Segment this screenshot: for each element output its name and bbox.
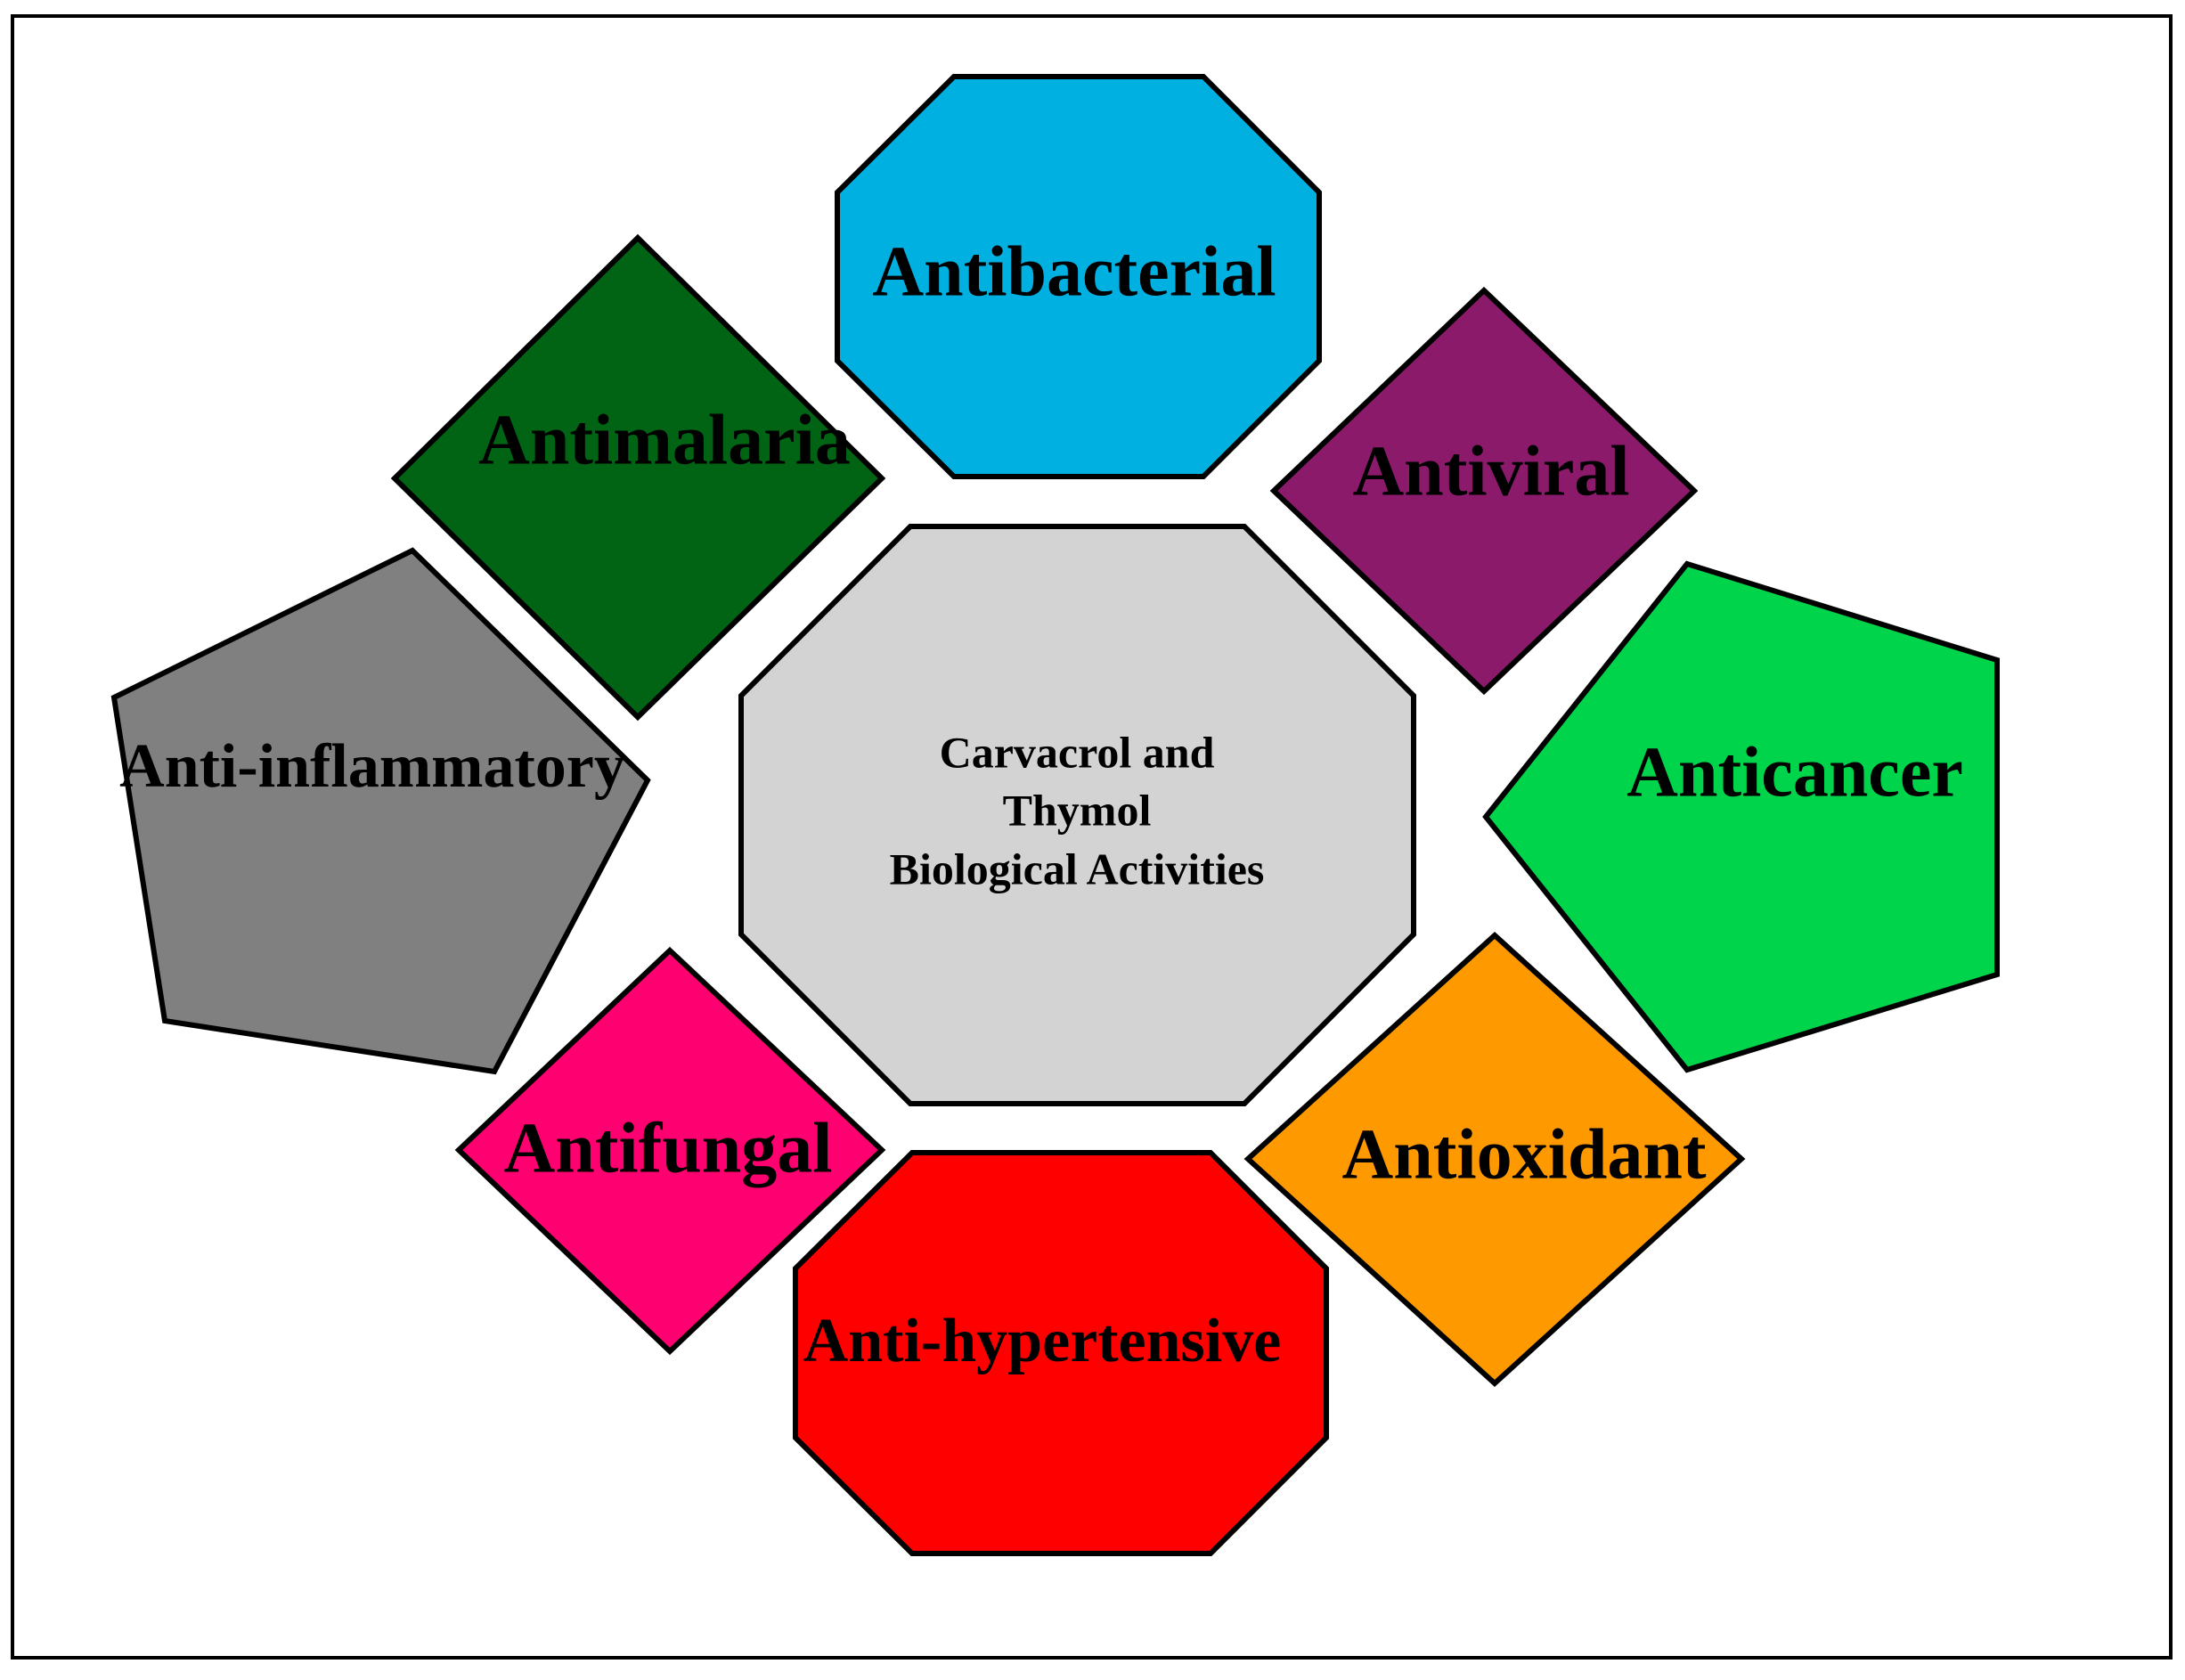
node-antiviral: Antiviral xyxy=(1269,286,1699,696)
antioxidant-label: Antioxidant xyxy=(1342,1115,1707,1194)
center-octagon-shape xyxy=(738,524,1416,1106)
center-title-line-3: Biological Activities xyxy=(890,844,1265,893)
center-title-line-2: Thymol xyxy=(1003,785,1152,835)
antibacterial-octagon-shape xyxy=(835,74,1322,479)
antiviral-label: Antiviral xyxy=(1352,432,1629,510)
antiviral-diamond-shape xyxy=(1269,286,1699,696)
node-antioxidant: Antioxidant xyxy=(1243,931,1746,1388)
antifungal-label: Antifungal xyxy=(504,1109,833,1187)
antimalaria-diamond-shape xyxy=(390,233,886,722)
antiinflammatory-pentagon-shape xyxy=(110,547,651,1075)
antihypertensive-label: Anti-hypertensive xyxy=(803,1307,1282,1375)
node-anticancer: Anticancer xyxy=(1482,560,2000,1073)
antiinflammatory-label: Anti-inflammatory xyxy=(119,732,625,801)
node-antimalaria: Antimalaria xyxy=(390,233,886,722)
anticancer-label: Anticancer xyxy=(1627,733,1963,811)
antibacterial-label: Antibacterial xyxy=(872,232,1276,311)
antimalaria-label: Antimalaria xyxy=(478,401,851,479)
antifungal-diamond-shape xyxy=(454,946,886,1356)
antioxidant-diamond-shape xyxy=(1243,931,1746,1388)
antihypertensive-octagon-shape xyxy=(793,1150,1329,1556)
center-title-line-1: Carvacrol and xyxy=(940,727,1215,777)
node-antihypertensive: Anti-hypertensive xyxy=(793,1150,1329,1556)
node-antibacterial: Antibacterial xyxy=(835,74,1322,479)
node-antiinflammatory: Anti-inflammatory xyxy=(110,547,651,1075)
node-antifungal: Antifungal xyxy=(454,946,886,1356)
anticancer-pentagon-shape xyxy=(1482,560,2000,1073)
node-center: Carvacrol and Thymol Biological Activiti… xyxy=(738,524,1416,1106)
